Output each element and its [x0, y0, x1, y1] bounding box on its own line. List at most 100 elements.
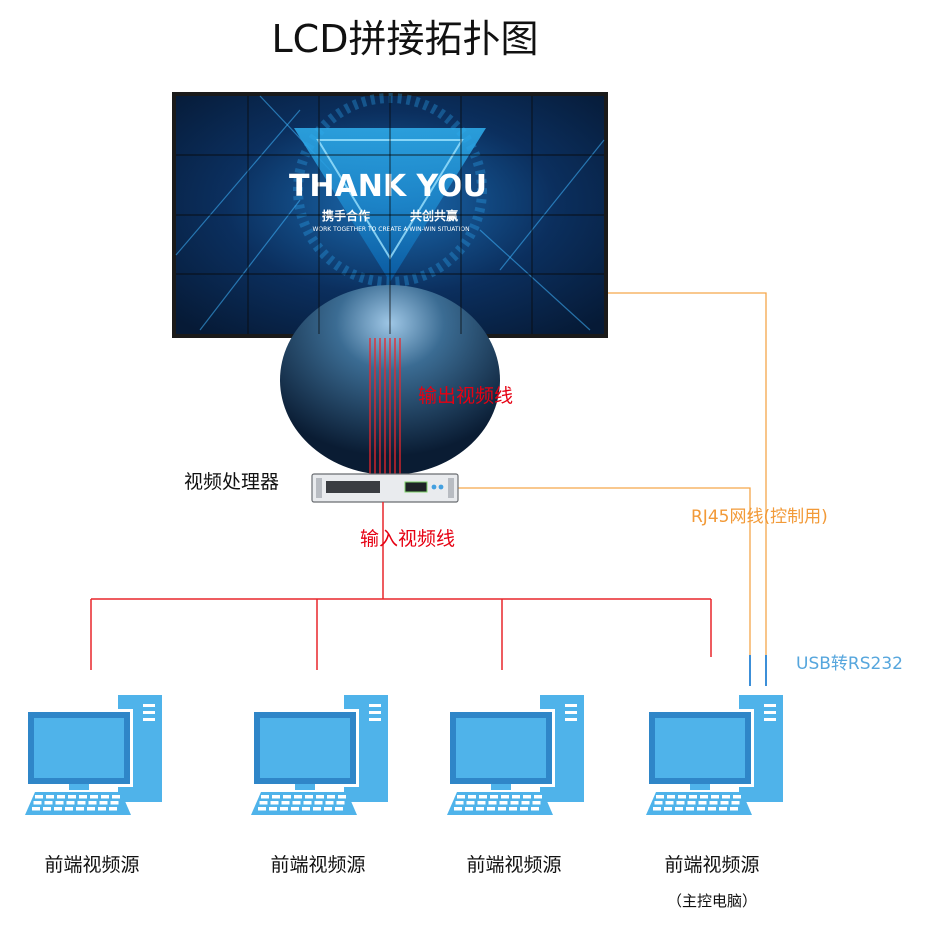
source-label: 前端视频源 [664, 854, 759, 876]
monitor-screen [34, 718, 124, 778]
keyboard-key [656, 795, 664, 799]
source-label: 前端视频源 [466, 854, 561, 876]
keyboard-key [490, 795, 498, 799]
keyboard-key [654, 801, 663, 805]
monitor-stand [295, 784, 315, 790]
source-computer: 前端视频源 （主控电脑） [646, 695, 783, 910]
keyboard-key [43, 807, 51, 811]
keyboard-key [88, 801, 97, 805]
keyboard-key [110, 801, 119, 805]
keyboard-key [711, 795, 719, 799]
source-sublabel: （主控电脑） [667, 892, 757, 910]
keyboard-key [335, 807, 343, 811]
keyboard-key [66, 801, 75, 805]
keyboard-key [327, 795, 335, 799]
wall-tagline: WORK TOGETHER TO CREATE A WIN-WIN SITUAT… [312, 226, 469, 233]
keyboard-key [316, 795, 324, 799]
keyboard-key [532, 801, 541, 805]
keyboard-key [488, 801, 497, 805]
keyboard-key [292, 801, 301, 805]
keyboard-key [272, 795, 280, 799]
video-processor [311, 473, 459, 503]
keyboard-key [719, 807, 727, 811]
keyboard-key [665, 801, 674, 805]
usb-label: USB转RS232 [796, 654, 903, 674]
processor-label: 视频处理器 [184, 471, 279, 493]
keyboard-key [698, 801, 707, 805]
keyboard-key [281, 801, 290, 805]
keyboard-key [521, 801, 530, 805]
keyboard-key [303, 801, 312, 805]
monitor-stand [491, 784, 511, 790]
keyboard-key [280, 807, 288, 811]
keyboard-key [722, 795, 730, 799]
tower-vent [369, 711, 381, 714]
keyboard-key [90, 795, 98, 799]
keyboard-key [112, 795, 120, 799]
keyboard-key [531, 807, 539, 811]
keyboard-key [676, 801, 685, 805]
keyboard-key [509, 807, 517, 811]
keyboard-key [733, 795, 741, 799]
keyboard-key [730, 807, 738, 811]
keyboard-key [87, 807, 95, 811]
tower-vent [565, 704, 577, 707]
keyboard-key [55, 801, 64, 805]
keyboard-key [687, 801, 696, 805]
keyboard-key [101, 795, 109, 799]
keyboard-key [465, 807, 473, 811]
wall-headline: THANK YOU [289, 169, 487, 204]
keyboard-key [33, 801, 42, 805]
keyboard-key [336, 801, 345, 805]
keyboard-key [512, 795, 520, 799]
tower-vent [143, 718, 155, 721]
monitor-stand [690, 784, 710, 790]
keyboard-key [667, 795, 675, 799]
source-label: 前端视频源 [270, 854, 365, 876]
source-label: 前端视频源 [44, 854, 139, 876]
keyboard-key [294, 795, 302, 799]
keyboard-key [270, 801, 279, 805]
keyboard-key [313, 807, 321, 811]
keyboard-key [520, 807, 528, 811]
tile-seams [176, 96, 604, 334]
keyboard-key [324, 807, 332, 811]
source-computer: 前端视频源 [447, 695, 584, 876]
keyboard-key [653, 807, 661, 811]
keyboard-key [325, 801, 334, 805]
tower-vent [565, 718, 577, 721]
tower-vent [143, 711, 155, 714]
keyboard-key [261, 795, 269, 799]
processor-led [438, 484, 444, 490]
keyboard-key [523, 795, 531, 799]
tower-vent [764, 711, 776, 714]
keyboard-key [697, 807, 705, 811]
input-cable-tree [90, 502, 712, 670]
usb-cable [749, 655, 767, 686]
rj45-label: RJ45网线(控制用) [691, 507, 828, 527]
keyboard-key [259, 801, 268, 805]
tower-vent [764, 718, 776, 721]
keyboard-key [35, 795, 43, 799]
keyboard-key [65, 807, 73, 811]
keyboard-key [510, 801, 519, 805]
keyboard-key [283, 795, 291, 799]
keyboard-key [305, 795, 313, 799]
processor-slot [326, 481, 380, 493]
output-cable-label: 输出视频线 [418, 385, 513, 407]
output-cable-bundle [369, 338, 401, 478]
keyboard-key [314, 801, 323, 805]
keyboard-key [291, 807, 299, 811]
keyboard-key [98, 807, 106, 811]
keyboard-key [709, 801, 718, 805]
keyboard-key [457, 795, 465, 799]
keyboard-key [501, 795, 509, 799]
processor-ear-right [448, 478, 454, 498]
monitor-screen [260, 718, 350, 778]
keyboard-key [455, 801, 464, 805]
monitor-screen [456, 718, 546, 778]
keyboard-key [675, 807, 683, 811]
keyboard-key [664, 807, 672, 811]
processor-display [404, 481, 428, 493]
diagram-title: LCD拼接拓扑图 [272, 17, 539, 61]
